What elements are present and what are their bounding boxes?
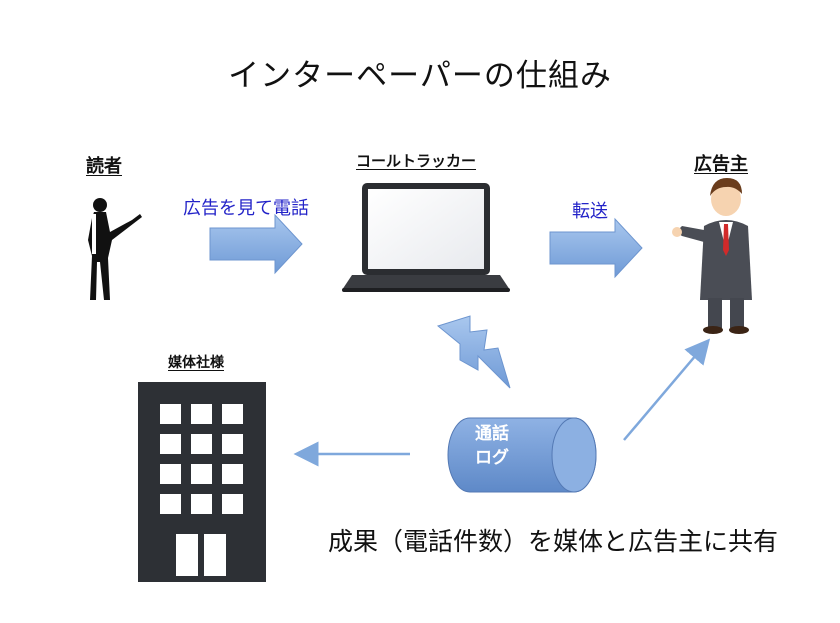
call-log-label: 通話 ログ	[462, 422, 522, 470]
call-log-cylinder	[447, 417, 597, 493]
reader-silhouette-icon	[88, 198, 142, 300]
diagram-title: インターペーパーの仕組み	[228, 58, 612, 94]
advertiser-label: 広告主	[694, 154, 748, 175]
media-company-label: 媒体社様	[168, 355, 224, 371]
building-icon	[138, 382, 266, 582]
reader-label: 読者	[86, 156, 122, 177]
arrow-log-to-advertiser	[623, 338, 711, 441]
arrow-reader-to-tracker	[209, 213, 303, 275]
arrow-tracker-to-advertiser	[549, 217, 643, 279]
caption-text: 成果（電話件数）を媒体と広告主に共有	[328, 527, 779, 556]
tracker-to-advertiser-label: 転送	[572, 201, 608, 222]
laptop-icon	[342, 183, 510, 292]
call-log-line1: 通話	[475, 424, 509, 444]
lightning-bolt-icon	[436, 315, 511, 389]
call-log-line2: ログ	[475, 448, 509, 468]
call-tracker-label: コールトラッカー	[356, 152, 477, 170]
businessman-icon	[672, 178, 752, 334]
reader-to-tracker-label: 広告を見て電話	[183, 198, 309, 219]
